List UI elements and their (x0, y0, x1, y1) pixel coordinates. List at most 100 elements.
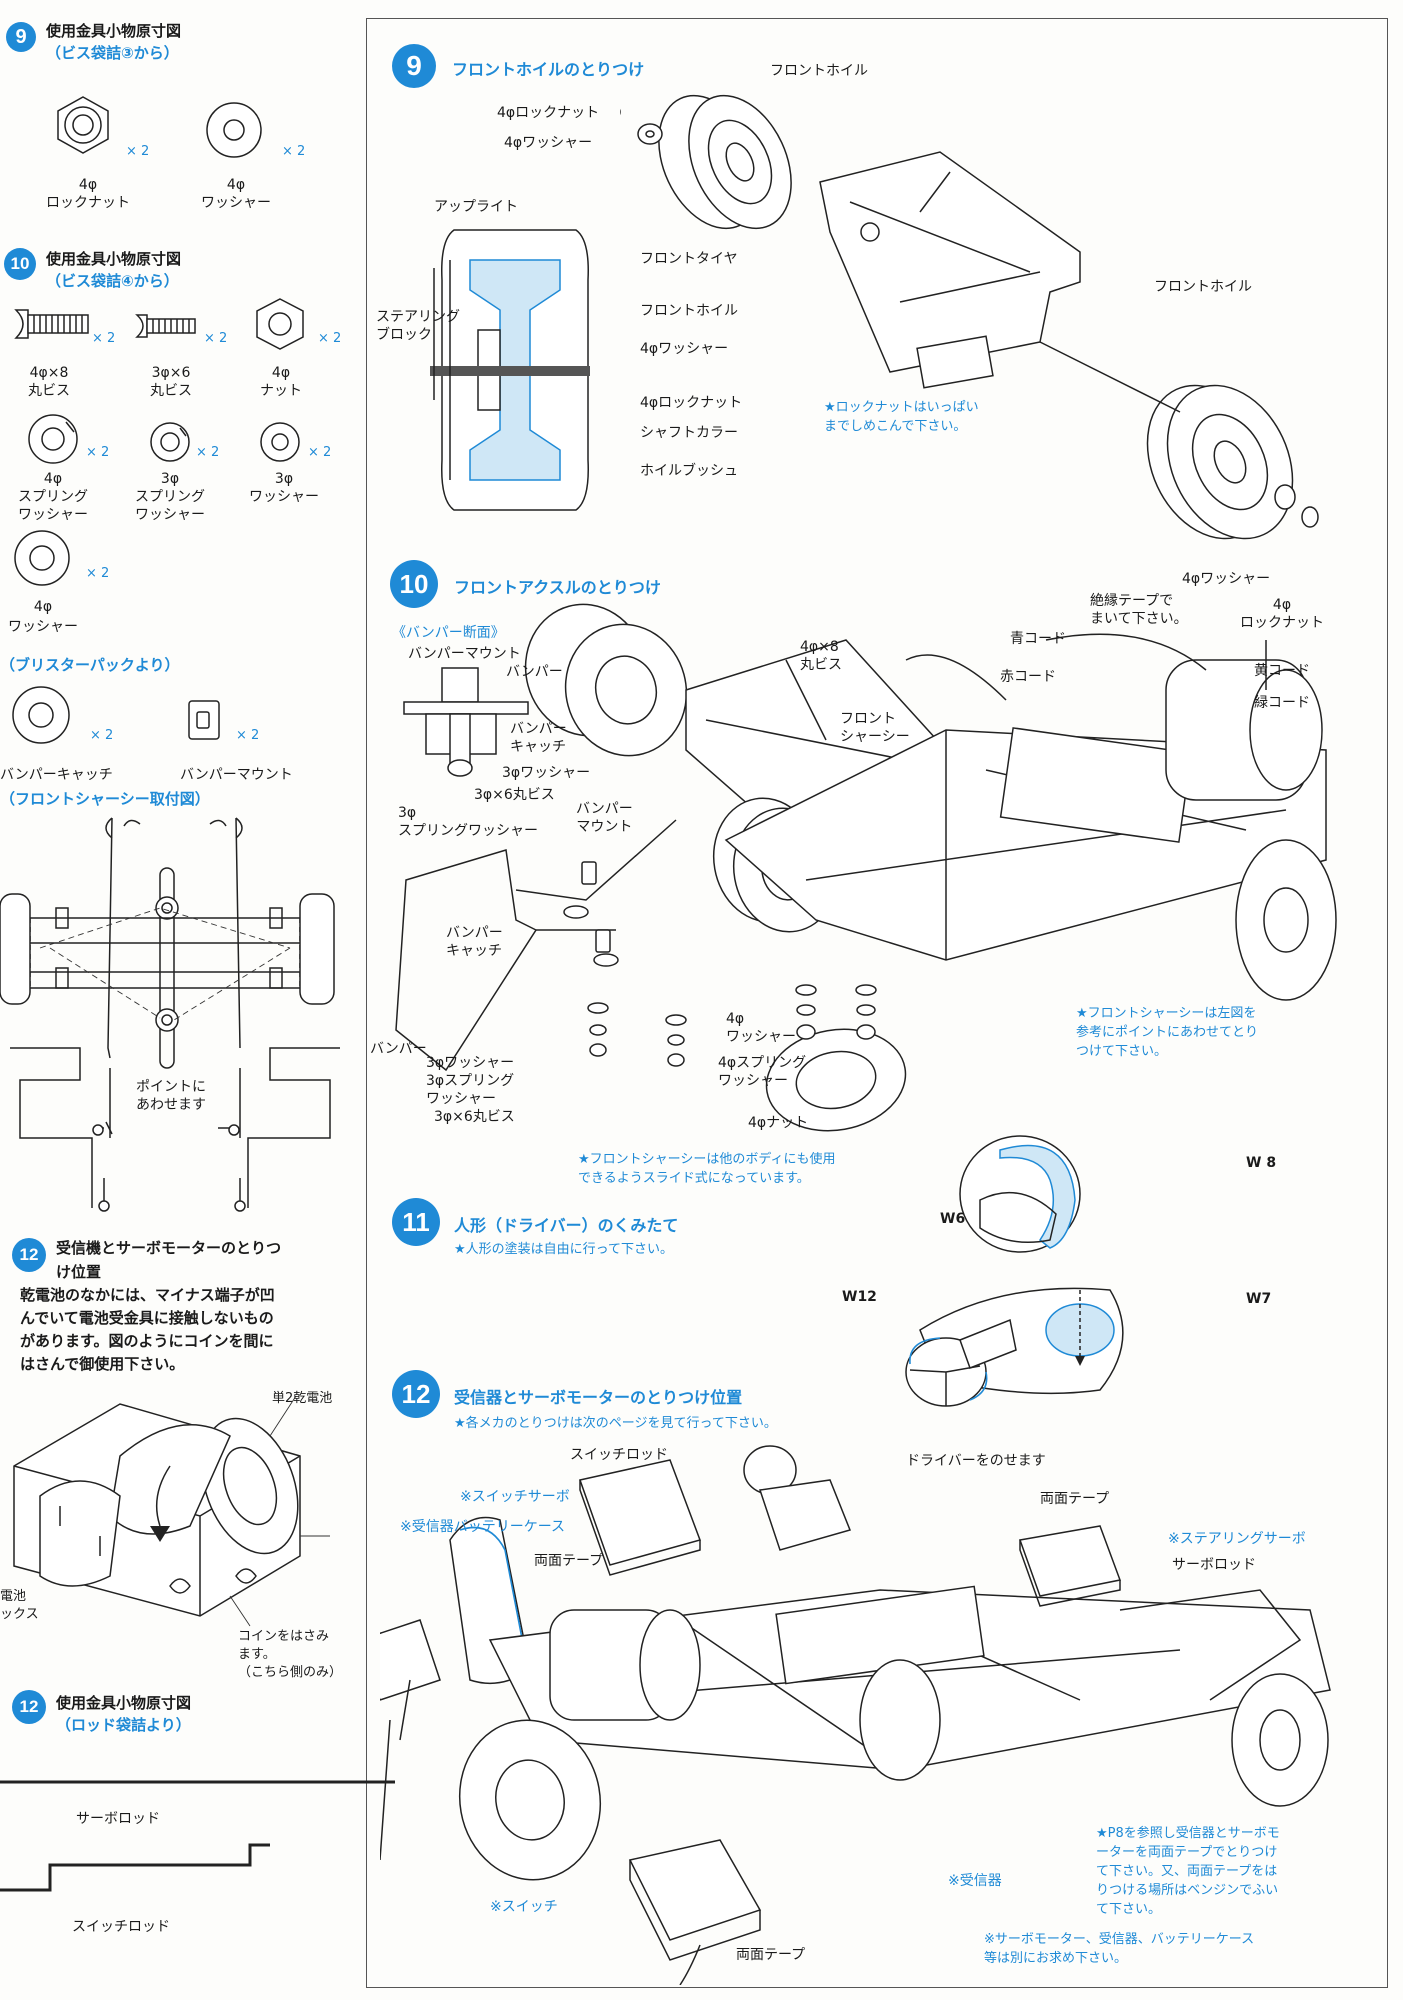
washer-icon (206, 102, 262, 158)
lock-nut-icon (57, 96, 109, 154)
steering-wheel-diagram (905, 1318, 1017, 1407)
double-tape3-label: 両面テープ (736, 1947, 806, 1963)
servo-rod-label: サーボロッド (76, 1811, 160, 1827)
spring3b-label: 3φスプリング ワッシャー (426, 1073, 515, 1107)
steering-block-label: ステアリング ブロック (376, 309, 460, 343)
switch-servo-label: ※スイッチサーボ (460, 1489, 570, 1505)
step12-note1: ★P8を参照し受信器とサーボモ ーターを両面テープでとりつけ て下さい。又、両面… (1096, 1826, 1280, 1917)
wheel-cross-section (430, 229, 590, 511)
battery-box-diagram (13, 1395, 330, 1627)
w7-label: W7 (1246, 1291, 1272, 1307)
screw-3x6-icon (135, 314, 196, 338)
qty-label: × 2 (308, 445, 332, 460)
left-step10-title: 使用金具小物原寸図 (46, 250, 182, 268)
step9-title: フロントホイルのとりつけ (452, 60, 645, 79)
part-name: ロックナット (46, 195, 130, 211)
front-tire-label: フロントタイヤ (640, 251, 738, 267)
point-label: ポイントに あわせます (136, 1079, 206, 1113)
bumper-mount-label: バンパーマウント (408, 646, 521, 662)
lock-nut-label: 4φロックナット (497, 105, 600, 121)
part-name: バンパーキャッチ (0, 767, 113, 783)
battery-advice: 乾電池のなかには、マイナス端子が凹 んでいて電池受金具に接触しないもの がありま… (20, 1286, 275, 1373)
spring-washer-3-icon (150, 422, 190, 462)
step9-badge: 9 (392, 44, 436, 88)
nut4-label: 4φナット (748, 1115, 809, 1131)
part-name: ワッシャー (201, 195, 271, 211)
step11-badge: 11 (392, 1198, 440, 1246)
step10-note2: ★フロントシャーシーは他のボディにも使用 できるようスライド式になっています。 (578, 1152, 836, 1186)
washer-label: 4φワッシャー (504, 135, 593, 151)
coin-label: コインをはさみ ます。 （こちら側のみ） (238, 1629, 343, 1680)
part-size: 3φ×6 (151, 365, 191, 381)
washer-x-label: 4φワッシャー (640, 341, 729, 357)
receiver-servo-layout-diagram (380, 1445, 1331, 1985)
step12-note: ★各メカのとりつけは次のページを見て行って下さい。 (454, 1416, 777, 1431)
left-step9-badge: 9 (6, 22, 36, 52)
shaft-collar-label: シャフトカラー (640, 425, 738, 441)
screw3x6b-label: 3φ×6丸ビス (434, 1109, 515, 1125)
yellow-cord-label: 黄コード (1254, 663, 1310, 679)
part-size: 4φ×8 (29, 365, 69, 381)
bumper-catch-label: バンパー キャッチ (510, 721, 567, 755)
w8-label: W 8 (1246, 1155, 1277, 1171)
front-wheel-x-label: フロントホイル (640, 303, 738, 319)
left-step10-subtitle: （ビス袋詰④から） (46, 272, 179, 290)
left-step12-badge: 12 (12, 1238, 46, 1272)
spring3-label: 3φ スプリングワッシャー (398, 805, 538, 839)
bumper2-label: バンパー (370, 1041, 427, 1057)
qty-label: × 2 (86, 445, 110, 460)
washer4-label: 4φ ワッシャー (726, 1011, 796, 1045)
step11-title: 人形（ドライバー）のくみたて (454, 1216, 679, 1235)
lock-nut-x-label: 4φロックナット (640, 395, 743, 411)
part-size: 4φ (78, 177, 98, 193)
double-tape1-label: 両面テープ (534, 1553, 604, 1569)
left-step12b-badge: 12 (12, 1690, 46, 1724)
steering-servo-label: ※ステアリングサーボ (1168, 1531, 1306, 1547)
screw4x8-label: 4φ×8 丸ビス (800, 639, 842, 673)
washer-3-icon (260, 422, 300, 462)
washer3-label: 3φワッシャー (502, 765, 591, 781)
qty-label: × 2 (282, 144, 306, 159)
bumper-catch2-label: バンパー キャッチ (446, 925, 503, 959)
front-chassis-label: フロント シャーシー (840, 711, 910, 745)
bumper-mount2-label: バンパー マウント (576, 801, 633, 835)
part-size: 4φ (271, 365, 291, 381)
washer-4-icon (14, 530, 70, 586)
spring-washer-4-icon (28, 414, 78, 464)
part-size: 3φ (160, 471, 180, 487)
part-size: 3φ (274, 471, 294, 487)
part-name: 丸ビス (150, 383, 192, 399)
step11-note: ★人形の塗装は自由に行って下さい。 (454, 1242, 674, 1257)
step10-badge: 10 (390, 560, 438, 608)
part-size: 4φ (226, 177, 246, 193)
part-name2: ワッシャー (135, 507, 205, 523)
qty-label: × 2 (204, 331, 228, 346)
front-wheel-assembly-diagram (620, 94, 1319, 540)
front-chassis-diagram (0, 817, 340, 1212)
upright-label: アップライト (434, 199, 518, 215)
rods-diagram (0, 1780, 395, 1892)
step10-title: フロントアクスルのとりつけ (454, 578, 661, 597)
step9-note: ★ロックナットはいっぱい までしめこんで下さい。 (824, 400, 979, 434)
washer-bottom-label: 4φワッシャー (1182, 571, 1271, 587)
part-name: スプリング (135, 489, 205, 505)
part-name: バンパーマウント (180, 767, 293, 783)
spring4-label: 4φスプリング ワッシャー (718, 1055, 807, 1089)
washer3b-label: 3φワッシャー (426, 1055, 515, 1071)
bumper-section-label: 《バンパー断面》 (392, 625, 505, 641)
part-size: 4φ (33, 599, 53, 615)
qty-label: × 2 (90, 728, 114, 743)
part-name: 丸ビス (28, 383, 70, 399)
lock-nut-bottom-label: 4φ ロックナット (1240, 597, 1324, 631)
left-step10-badge: 10 (4, 248, 36, 280)
blue-cord-label: 青コード (1010, 631, 1066, 647)
receiver-battery-label: ※受信器バッテリーケース (400, 1519, 566, 1535)
bumper-label: バンパー (506, 664, 563, 680)
part-name2: ワッシャー (18, 507, 88, 523)
qty-label: × 2 (236, 728, 260, 743)
right-panel-frame (366, 18, 1388, 1988)
servo-rod-label: サーボロッド (1172, 1557, 1256, 1573)
qty-label: × 2 (126, 144, 150, 159)
qty-label: × 2 (86, 566, 110, 581)
left-step12-title: 受信機とサーボモーターのとりつ け位置 (56, 1239, 282, 1281)
